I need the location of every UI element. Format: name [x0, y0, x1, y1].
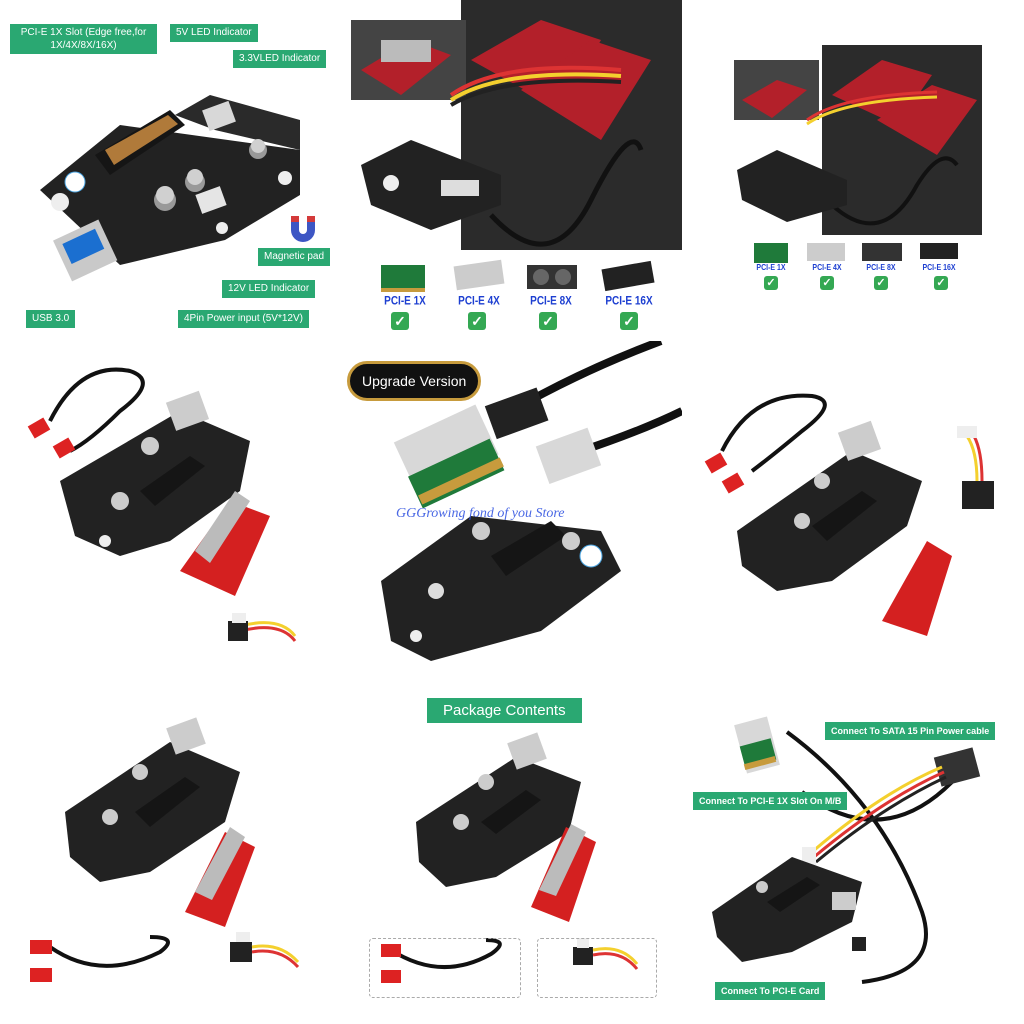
package-item-usb-cable-box: [369, 938, 521, 998]
card-name-1x: PCI-E 1X: [756, 264, 786, 273]
kit-illustration: [27, 367, 297, 642]
product-image-installed-small: PCI-E 1X PCI-E 4X PCI-E 8X PCI-E 16X ✓ ✓…: [682, 0, 1023, 341]
label-power-input: 4Pin Power input (5V*12V): [178, 310, 309, 328]
package-illustration: [381, 732, 639, 983]
check-icon: ✓: [539, 312, 557, 330]
package-item-sata-cable-box: [537, 938, 657, 998]
connection-illustration: [712, 716, 981, 984]
store-watermark: GGGrowing fond of you Store: [396, 506, 565, 521]
package-contents-title: Package Contents: [427, 698, 582, 723]
check-icon: ✓: [874, 276, 888, 290]
label-3-3v-led: 3.3VLED Indicator: [233, 50, 327, 68]
check-icon: ✓: [820, 276, 834, 290]
upgrade-illustration: [381, 341, 682, 661]
label-connect-mb: Connect To PCI-E 1X Slot On M/B: [693, 792, 848, 810]
label-5v-led: 5V LED Indicator: [170, 24, 258, 42]
product-image-annotated-board: PCI-E 1X Slot (Edge free,for 1X/4X/8X/16…: [0, 0, 341, 341]
card-name-16x: PCI-E 16X: [605, 295, 653, 308]
card-name-1x: PCI-E 1X: [384, 295, 426, 308]
label-pcie-slot: PCI-E 1X Slot (Edge free,for 1X/4X/8X/16…: [10, 24, 157, 54]
card-name-4x: PCI-E 4X: [458, 295, 500, 308]
card-name-16x: PCI-E 16X: [922, 264, 956, 273]
label-usb: USB 3.0: [26, 310, 76, 328]
check-icon: ✓: [934, 276, 948, 290]
product-image-kit-sata: [682, 341, 1023, 682]
label-connect-sata: Connect To SATA 15 Pin Power cable: [825, 722, 996, 740]
product-image-kit: [0, 341, 341, 682]
motherboard-installation-illustration: [734, 45, 982, 263]
product-image-kit-full: [0, 682, 341, 1023]
product-image-upgrade: Upgrade Version GGGrowing fond of you St…: [341, 341, 682, 682]
kit-illustration: [30, 717, 300, 982]
check-icon: ✓: [468, 312, 486, 330]
product-image-installed: PCI-E 1X PCI-E 4X PCI-E 8X PCI-E 16X ✓ ✓…: [341, 0, 682, 341]
magnet-icon: [291, 216, 315, 242]
product-image-package-contents: Package Contents: [341, 682, 682, 1023]
motherboard-installation-illustration: [351, 0, 682, 250]
check-icon: ✓: [620, 312, 638, 330]
riser-board-illustration: [40, 95, 300, 282]
check-icon: ✓: [391, 312, 409, 330]
label-12v-led: 12V LED Indicator: [222, 280, 316, 298]
label-connect-card: Connect To PCI-E Card: [715, 982, 826, 1000]
kit-illustration: [704, 393, 994, 636]
product-image-connection-diagram: Connect To SATA 15 Pin Power cable Conne…: [682, 682, 1023, 1023]
label-magnetic-pad: Magnetic pad: [258, 248, 331, 266]
card-name-8x: PCI-E 8X: [530, 295, 572, 308]
card-name-8x: PCI-E 8X: [866, 264, 896, 273]
upgrade-version-badge: Upgrade Version: [347, 361, 482, 401]
check-icon: ✓: [764, 276, 778, 290]
card-name-4x: PCI-E 4X: [812, 264, 842, 273]
